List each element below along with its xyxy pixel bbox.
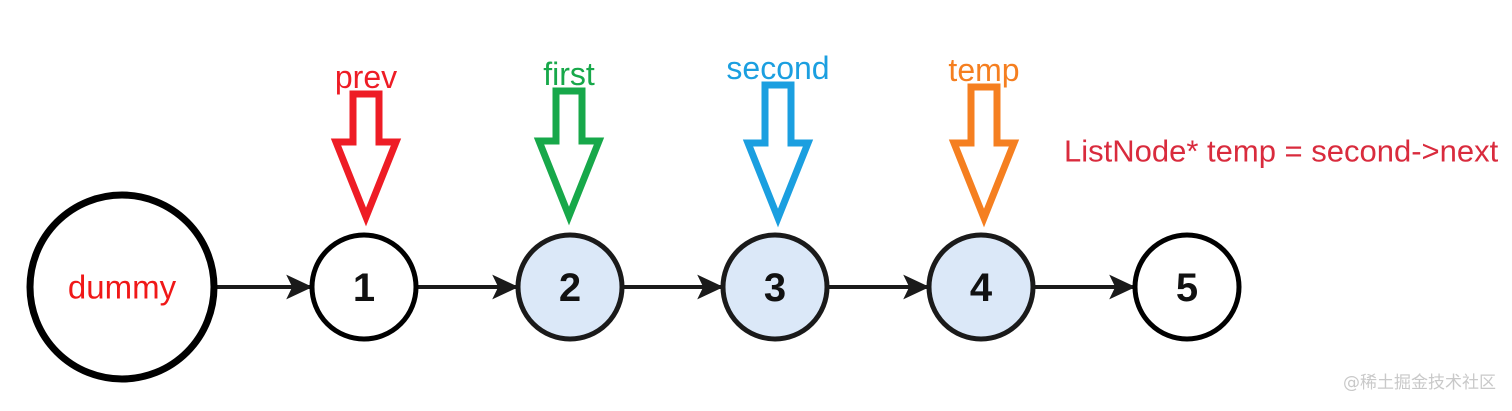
node-2[interactable]: 2	[515, 232, 625, 342]
pointer-arrow-second-icon[interactable]	[742, 81, 814, 228]
node-value-3: 3	[764, 266, 786, 310]
pointer-second[interactable]: second	[726, 50, 830, 228]
node-circle-1[interactable]	[309, 232, 419, 342]
nodes-group: dummy 1 2 3 4 5	[26, 191, 1242, 383]
node-value-2: 2	[559, 266, 581, 310]
node-4[interactable]: 4	[926, 232, 1036, 342]
pointer-arrow-first-icon[interactable]	[533, 87, 605, 226]
pointer-label-second: second	[726, 50, 829, 86]
pointer-arrow-prev-icon[interactable]	[330, 90, 402, 227]
node-circle-2[interactable]	[515, 232, 625, 342]
node-value-5: 5	[1176, 266, 1198, 310]
pointer-arrows-group: prev first second temp	[330, 50, 1020, 228]
node-5[interactable]: 5	[1132, 232, 1242, 342]
pointer-label-first: first	[543, 56, 595, 92]
node-dummy-circle[interactable]	[26, 191, 218, 383]
node-dummy[interactable]: dummy	[26, 191, 218, 383]
pointer-temp[interactable]: temp	[948, 52, 1020, 228]
watermark-text: @稀土掘金技术社区	[1343, 373, 1496, 393]
node-circle-4[interactable]	[926, 232, 1036, 342]
node-3[interactable]: 3	[720, 232, 830, 342]
node-circle-5[interactable]	[1132, 232, 1242, 342]
node-value-1: 1	[353, 266, 375, 310]
node-dummy-label: dummy	[68, 269, 177, 306]
pointer-label-temp: temp	[948, 52, 1019, 88]
code-annotation-text: ListNode* temp = second->next	[1064, 134, 1499, 169]
pointer-label-prev: prev	[335, 59, 397, 95]
node-circle-3[interactable]	[720, 232, 830, 342]
pointer-prev[interactable]: prev	[330, 59, 402, 227]
pointer-first[interactable]: first	[533, 56, 605, 226]
pointer-arrow-temp-icon[interactable]	[948, 83, 1020, 228]
node-value-4: 4	[970, 266, 993, 310]
node-1[interactable]: 1	[309, 232, 419, 342]
